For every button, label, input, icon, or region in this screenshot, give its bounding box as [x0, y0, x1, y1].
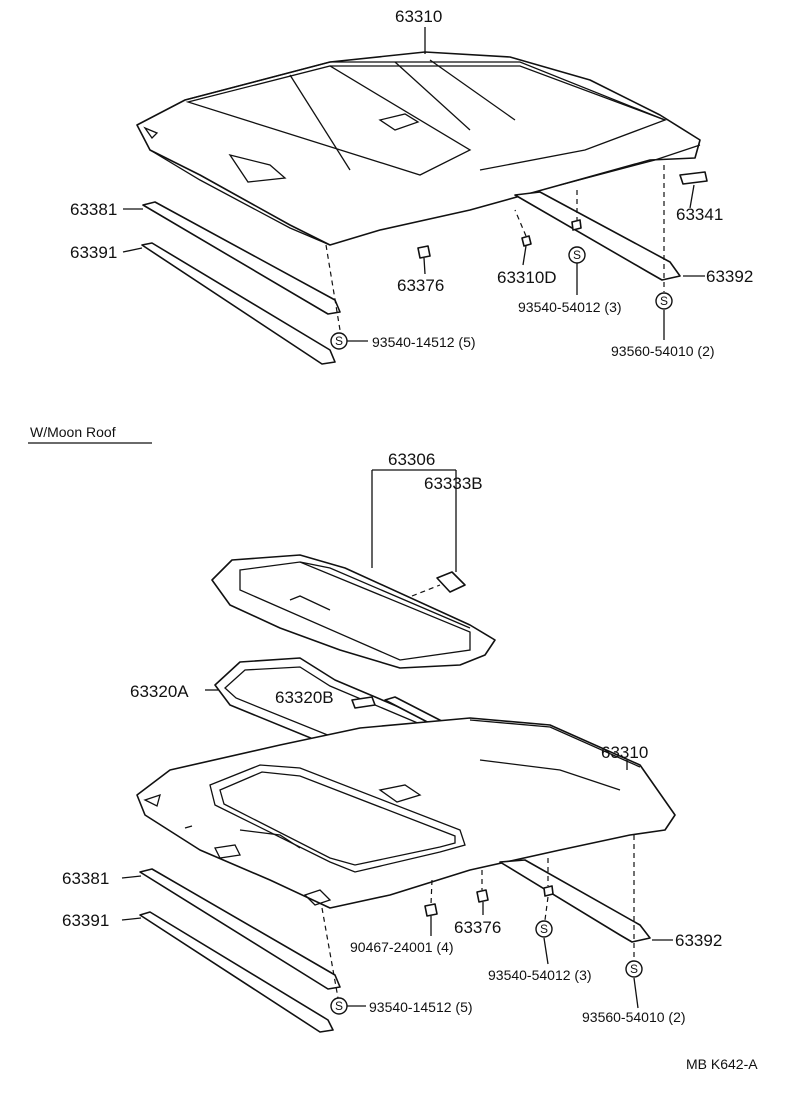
label-visor-holder-top: 63341	[676, 205, 723, 224]
svg-text:S: S	[540, 922, 548, 936]
headlining-moonroof	[136, 717, 676, 909]
figure-code: MB K642-A	[686, 1056, 758, 1072]
rear-bracket-moonroof	[499, 859, 651, 943]
label-screw-b-moonroof: 93560-54010 (2)	[582, 1009, 686, 1025]
rear-bracket-top	[514, 191, 681, 281]
section-heading: W/Moon Roof	[30, 424, 116, 440]
screw-a-top	[571, 219, 582, 231]
svg-text:S: S	[573, 248, 581, 262]
screw-symbol-front-moonroof: S	[330, 997, 348, 1015]
headlining-top	[136, 51, 701, 246]
label-front-bracket-top: 63391	[70, 243, 117, 262]
screw-symbol-front-top: S	[330, 332, 348, 350]
svg-text:S: S	[335, 999, 343, 1013]
label-clip-nut-moonroof: 90467-24001 (4)	[350, 939, 454, 955]
front-retainer-moonroof	[139, 868, 341, 990]
label-garnish-a: 63320A	[130, 682, 189, 701]
label-front-retainer-top: 63381	[70, 200, 117, 219]
label-rear-bracket-moonroof: 63392	[675, 931, 722, 950]
label-headlining-top: 63310	[395, 7, 442, 26]
screw-symbol-b-moonroof: S	[625, 960, 643, 978]
screw-symbol-a-moonroof: S	[535, 920, 553, 938]
label-screw-a-top: 93540-54012 (3)	[518, 299, 622, 315]
front-bracket-moonroof	[139, 911, 334, 1033]
front-bracket-top	[141, 242, 336, 365]
svg-text:S: S	[335, 334, 343, 348]
label-sunshade: 63306	[388, 450, 435, 469]
clip-moonroof	[476, 889, 489, 903]
label-screw-front-moonroof: 93540-14512 (5)	[369, 999, 473, 1015]
label-front-bracket-moonroof: 63391	[62, 911, 109, 930]
svg-text:S: S	[660, 294, 668, 308]
visor-holder-top	[679, 171, 708, 185]
label-clip-top: 63376	[397, 276, 444, 295]
screw-symbol-b-top: S	[655, 292, 673, 310]
label-knob: 63333B	[424, 474, 483, 493]
knob	[436, 571, 466, 593]
label-headlining-moonroof: 63310	[601, 743, 648, 762]
label-garnish-b: 63320B	[275, 688, 334, 707]
label-front-retainer-moonroof: 63381	[62, 869, 109, 888]
front-retainer-top	[142, 201, 341, 315]
sunshade	[211, 554, 496, 669]
clip-nut-moonroof	[424, 903, 438, 917]
label-screw-b-top: 93560-54010 (2)	[611, 343, 715, 359]
nut-top	[521, 235, 532, 247]
svg-text:S: S	[630, 962, 638, 976]
label-clip-moonroof: 63376	[454, 918, 501, 937]
screw-symbol-a-top: S	[568, 246, 586, 264]
clip-top	[417, 245, 431, 259]
screw-a-moonroof	[543, 885, 554, 897]
label-screw-front-top: 93540-14512 (5)	[372, 334, 476, 350]
label-nut-top: 63310D	[497, 268, 557, 287]
label-rear-bracket-top: 63392	[706, 267, 753, 286]
label-screw-a-moonroof: 93540-54012 (3)	[488, 967, 592, 983]
